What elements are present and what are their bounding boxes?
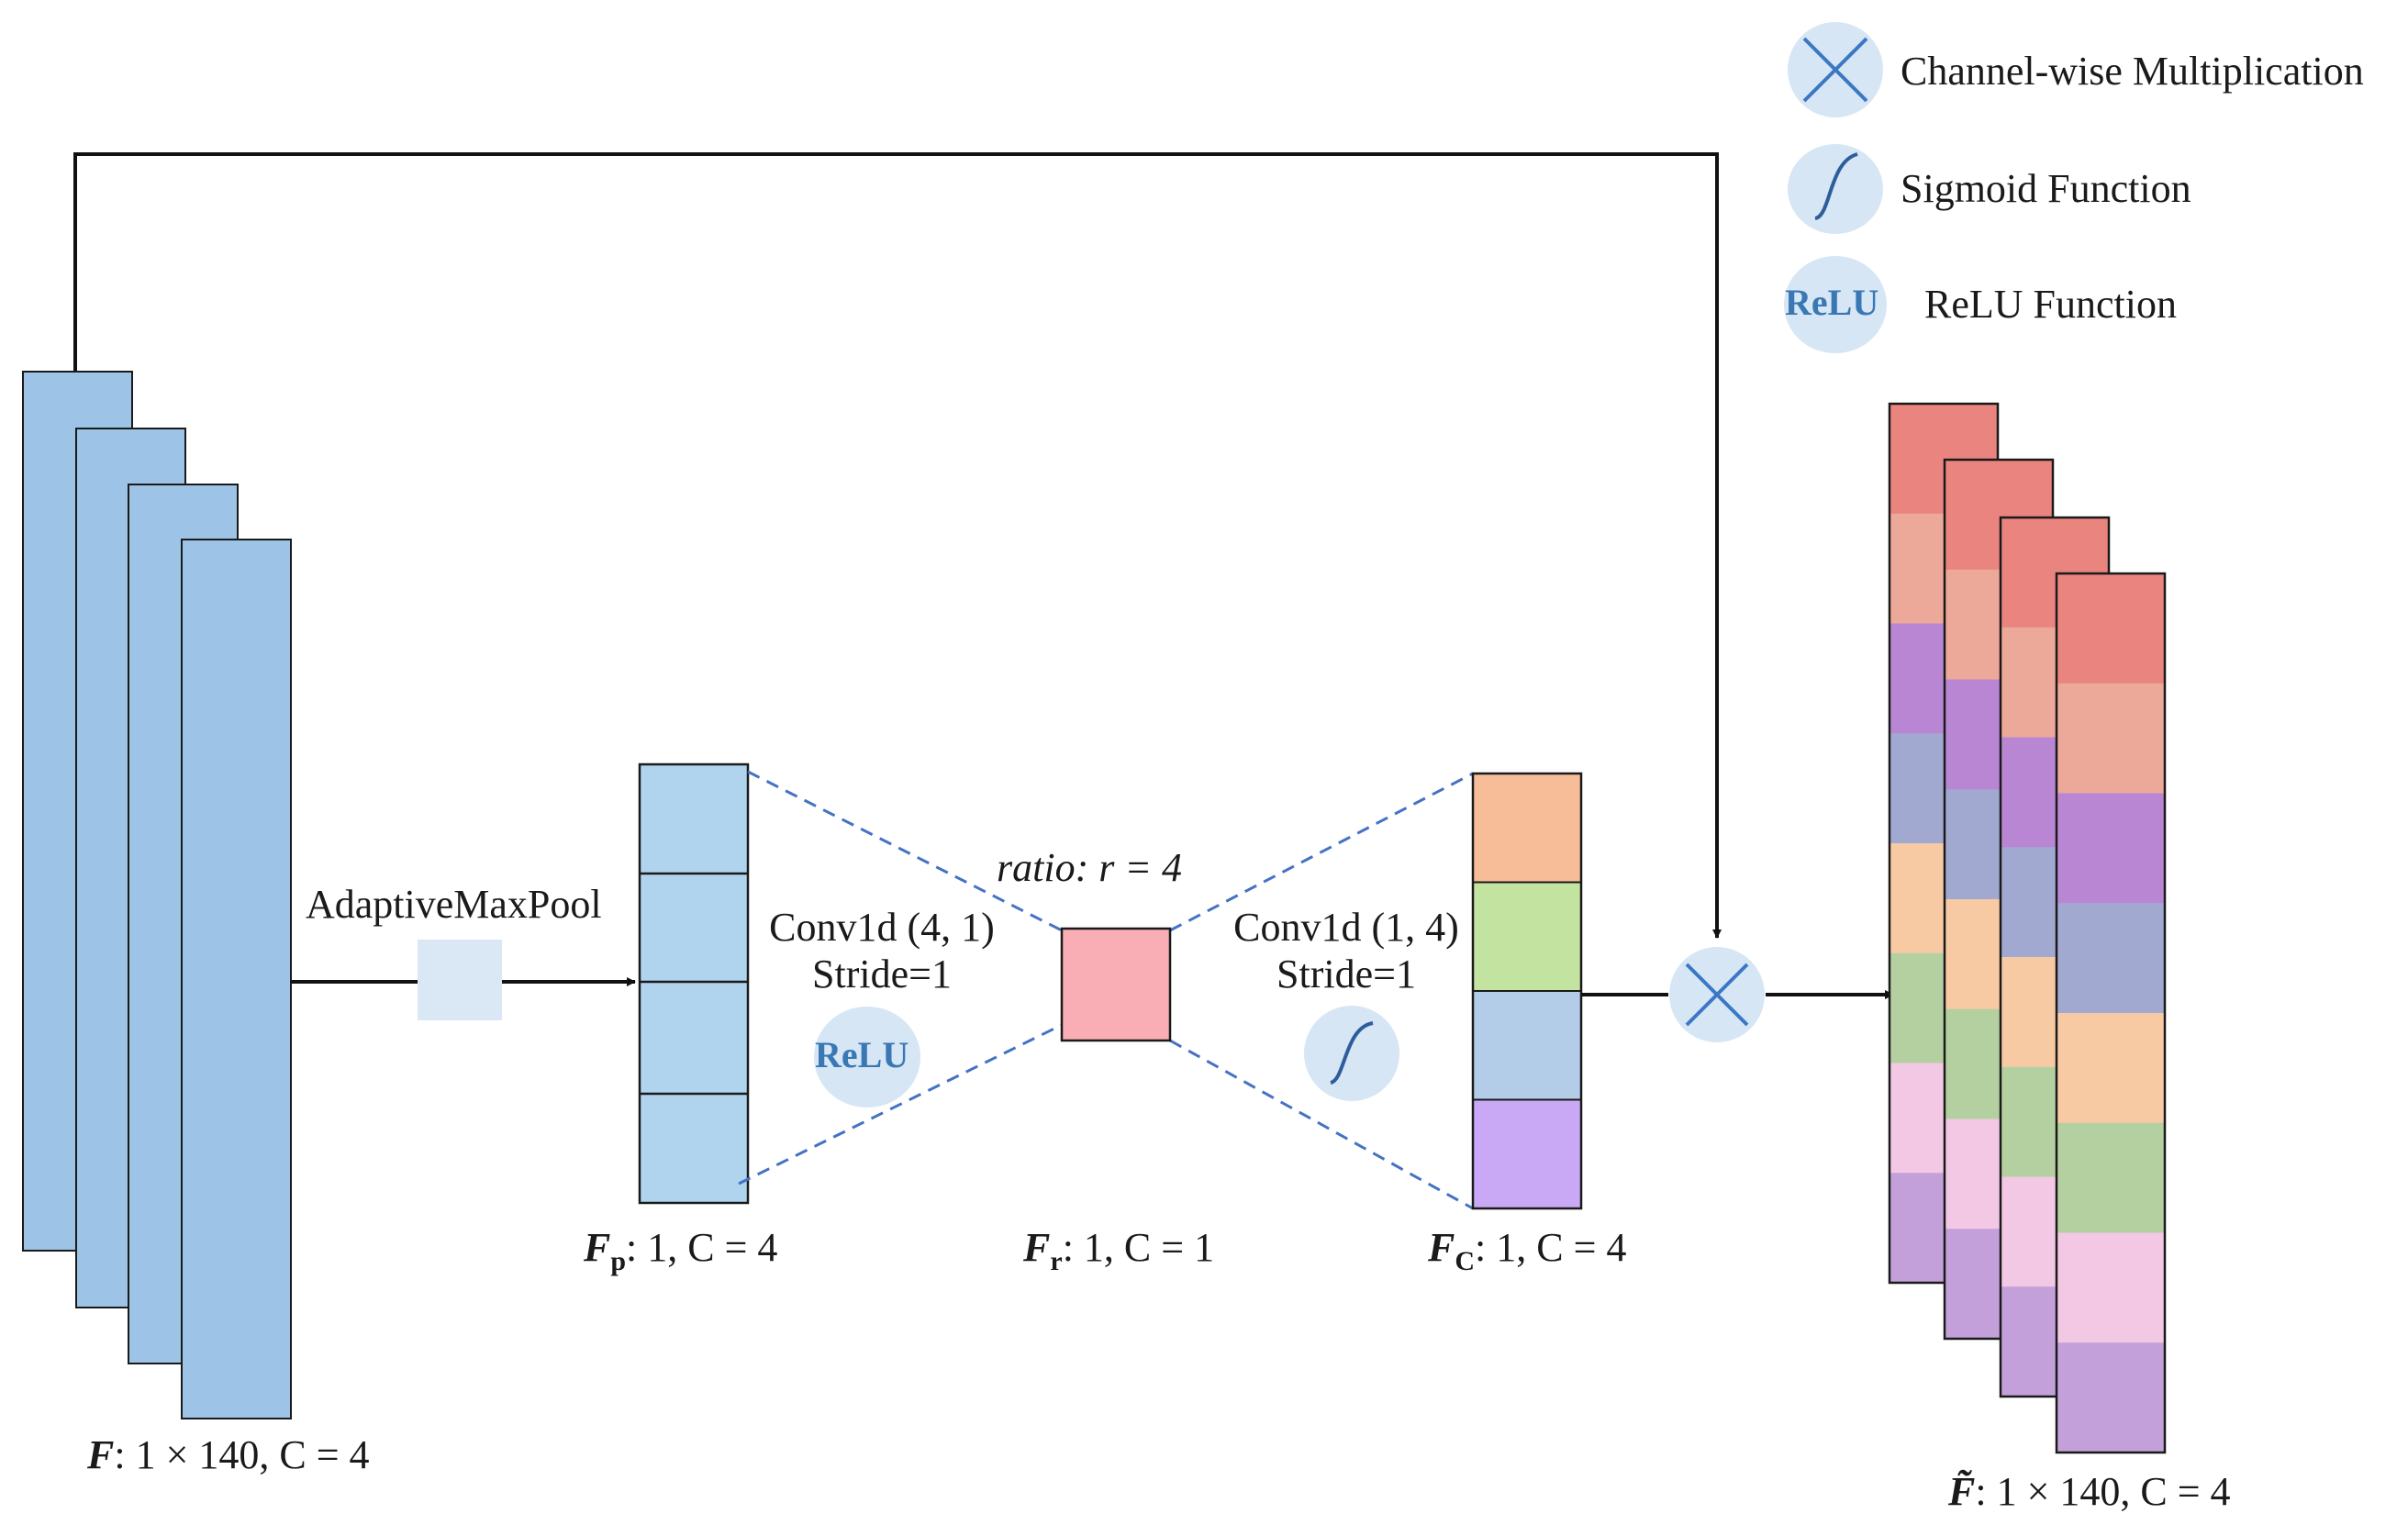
- output-cell: [2057, 793, 2165, 904]
- input-feature-map: [22, 371, 292, 1419]
- legend-label-relu: ReLU Function: [1924, 282, 2177, 327]
- output-plate: [2055, 572, 2167, 1454]
- conv1-label: Conv1d (4, 1): [769, 905, 995, 950]
- fc-outline: [1471, 772, 1583, 1210]
- legend-sigmoid-icon: [1788, 144, 1883, 234]
- tensor-label-f: F: 1 × 140, C = 4: [87, 1432, 370, 1477]
- fc-cell: [1472, 881, 1582, 992]
- fr-vector: [1060, 927, 1172, 1042]
- input-plate: [181, 539, 292, 1419]
- tensor-label-fout: F̃: 1 × 140, C = 4: [1948, 1469, 2231, 1514]
- pool-label: AdaptiveMaxPool: [306, 882, 602, 927]
- legend-multiply-icon: [1788, 22, 1883, 117]
- output-cell: [2057, 1013, 2165, 1124]
- relu-op-label: ReLU: [815, 1034, 909, 1075]
- output-cell: [2057, 1342, 2165, 1453]
- sigmoid-curve: [1330, 1021, 1374, 1085]
- legend-relu-icon: [1784, 256, 1887, 353]
- sigmoid-op-circle: [1304, 1006, 1399, 1101]
- output-feature-map: [1888, 402, 2167, 1454]
- stride1-label: Stride=1: [812, 952, 952, 996]
- stride2-label: Stride=1: [1276, 952, 1416, 996]
- dashed-projection: [1169, 1039, 1474, 1210]
- skip-connection-line: [73, 152, 1722, 939]
- fc-vector: [1471, 772, 1583, 1210]
- tensor-label-fr: Fr: 1, C = 1: [1023, 1225, 1215, 1276]
- dashed-projection: [1169, 772, 1474, 932]
- tensor-label-fc: FC: 1, C = 4: [1428, 1225, 1627, 1276]
- output-cell: [2057, 573, 2165, 685]
- ratio-label: ratio: r = 4: [997, 845, 1183, 890]
- fc-cell: [1472, 773, 1582, 884]
- tensor-label-fp: Fp: 1, C = 4: [584, 1225, 778, 1276]
- output-cell: [2057, 1232, 2165, 1343]
- output-cell: [2057, 683, 2165, 794]
- multiply-op: [1669, 947, 1765, 1042]
- output-plate-outline: [2055, 572, 2167, 1454]
- output-cell: [2057, 903, 2165, 1014]
- relu-op-circle: [814, 1007, 920, 1108]
- dashed-projection: [747, 770, 1063, 932]
- fc-cell: [1472, 1098, 1582, 1209]
- legend-label-sigmoid: Sigmoid Function: [1901, 166, 2191, 211]
- output-cell: [2057, 1122, 2165, 1233]
- pool-box: [418, 940, 502, 1020]
- fp-vector: [638, 762, 750, 1205]
- dashed-projection: [738, 1023, 1063, 1185]
- fc-cell: [1472, 990, 1582, 1101]
- legend-label-multiplication: Channel-wise Multiplication: [1901, 49, 2364, 94]
- conv2-label: Conv1d (1, 4): [1233, 905, 1459, 950]
- legend-relu-icon-text: ReLU: [1785, 282, 1879, 323]
